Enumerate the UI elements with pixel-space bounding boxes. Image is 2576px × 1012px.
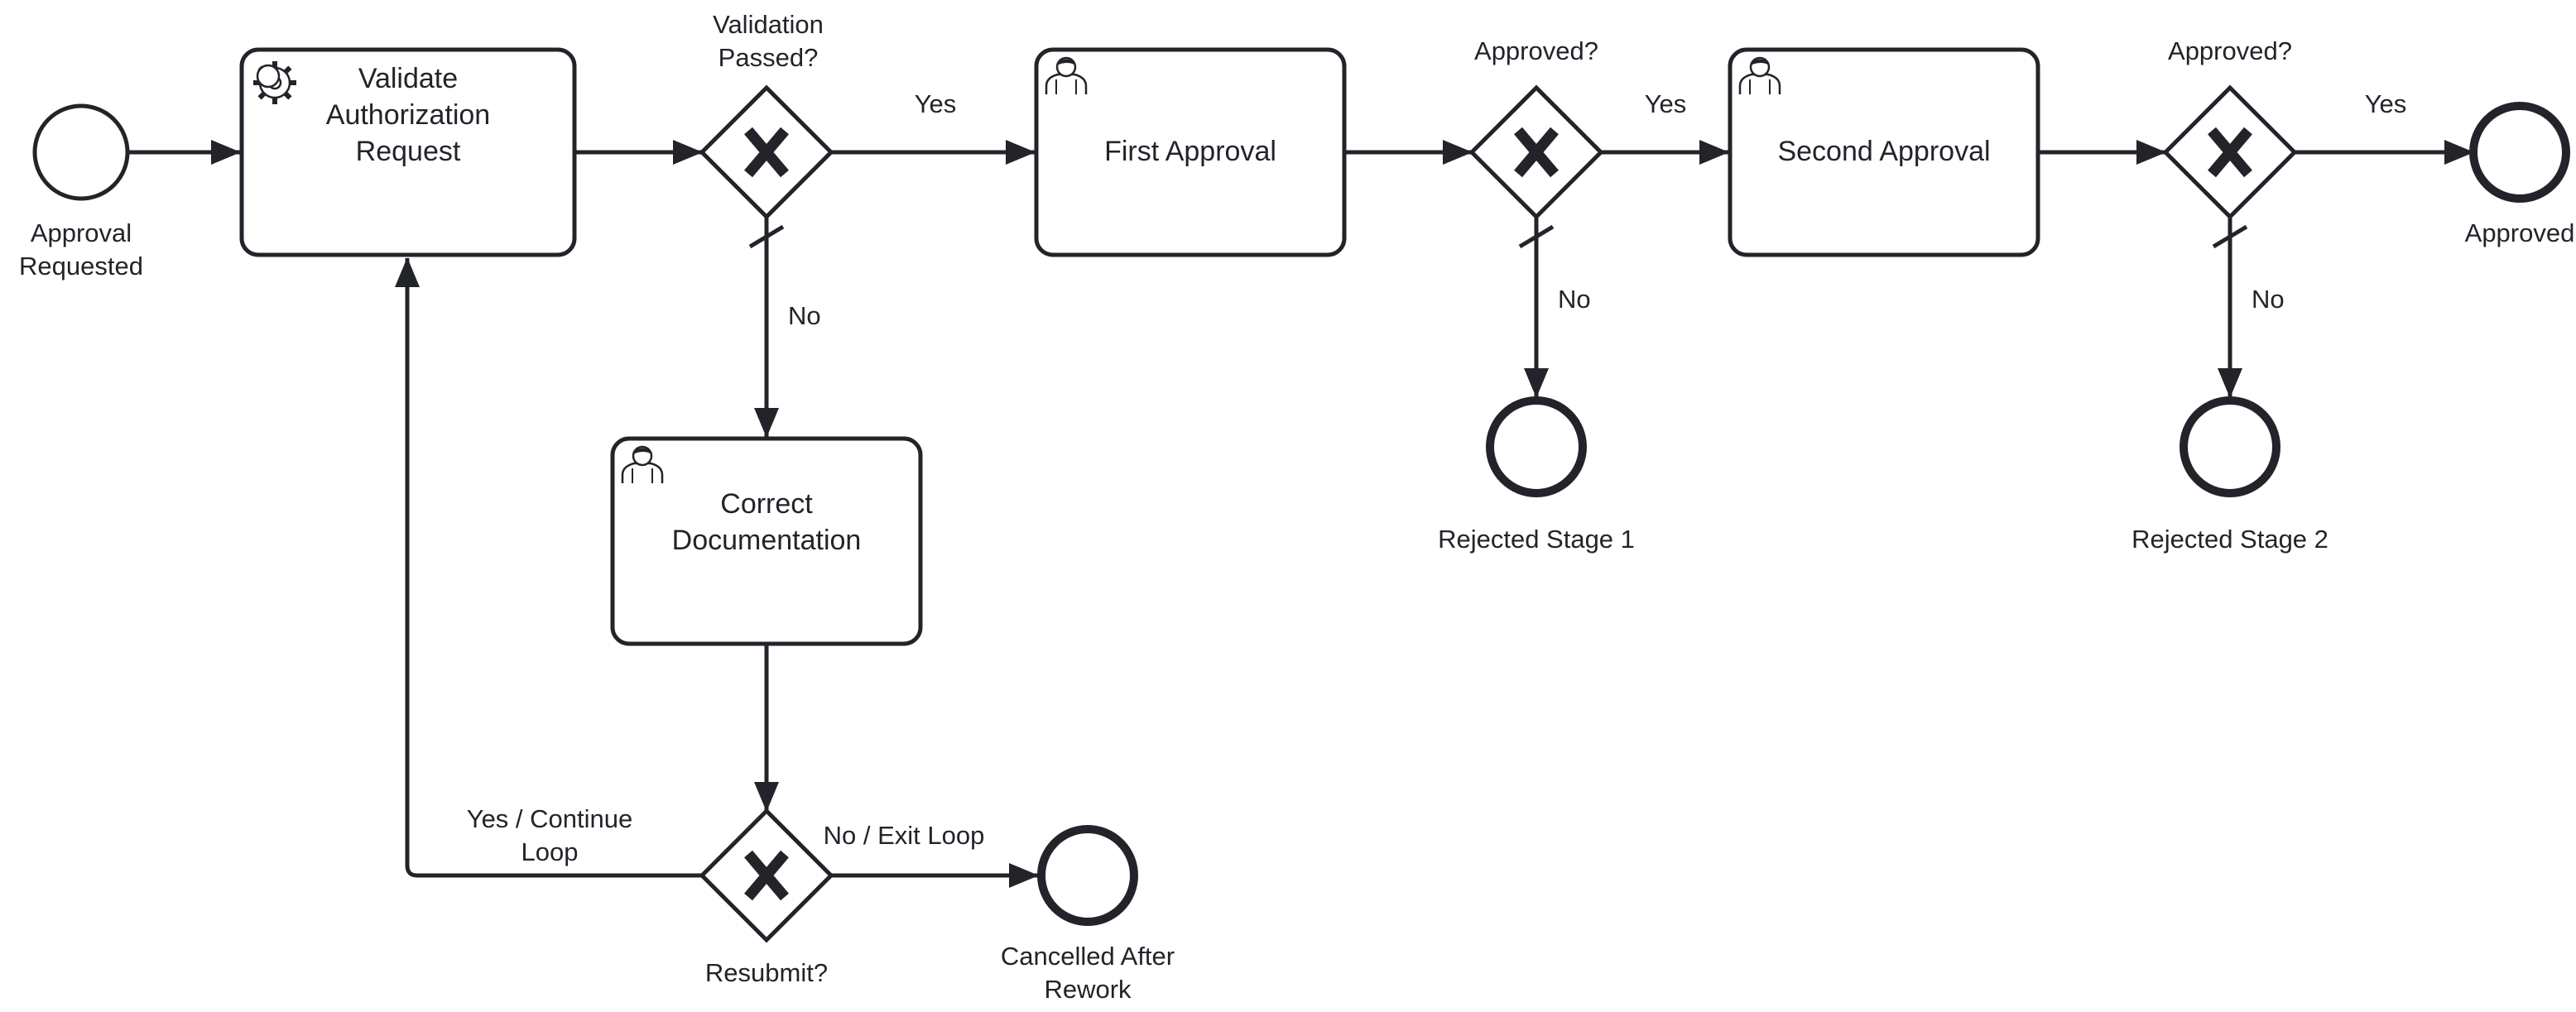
gateway-validation-passed[interactable] (699, 84, 834, 220)
end-event-rejected-1-label: Rejected Stage 1 (1438, 525, 1635, 554)
gateway-approved-2-label: Approved? (2168, 36, 2292, 65)
label-line: Approved? (1474, 36, 1598, 65)
label-line: Correct (720, 488, 813, 520)
flow-label-approved1-no: No (1558, 285, 1591, 314)
label-line: Yes (2365, 89, 2407, 118)
gateway-approved-2[interactable] (2162, 84, 2298, 220)
label-line: Rejected Stage 1 (1438, 525, 1635, 554)
label-line: Documentation (672, 525, 862, 556)
flow-label-resubmit-no: No / Exit Loop (824, 821, 985, 850)
task-second-approval-label: Second Approval (1777, 136, 1990, 167)
default-flow-marker (748, 224, 785, 249)
sequence-flows (129, 140, 2474, 888)
gateway-resubmit-label: Resubmit? (705, 958, 828, 987)
exclusive-x-icon (744, 850, 789, 901)
end-event-rejected-2-label: Rejected Stage 2 (2131, 525, 2328, 554)
label-line: Approval (31, 218, 132, 247)
label-line: Resubmit? (705, 958, 828, 987)
gateway-resubmit[interactable] (699, 808, 834, 943)
flow-label-validation-no: No (788, 301, 821, 330)
end-event-rejected-stage-2[interactable] (2180, 396, 2280, 497)
label-line: Rework (1044, 975, 1132, 1004)
label-line: Yes / Continue (467, 804, 633, 833)
label-line: Request (356, 136, 461, 167)
label-line: First Approval (1104, 136, 1276, 167)
gateway-approved-1[interactable] (1468, 84, 1604, 220)
end-event-cancelled[interactable] (1037, 825, 1138, 926)
flow-label-approved2-no: No (2252, 285, 2285, 314)
default-flow-marker (1518, 224, 1555, 249)
label-line: No (788, 301, 821, 330)
task-second-approval[interactable]: Second Approval (1728, 47, 2040, 257)
label-line: No / Exit Loop (824, 821, 985, 850)
start-event[interactable] (32, 103, 130, 201)
label-line: Approved? (2168, 36, 2292, 65)
end-event-approved[interactable] (2469, 102, 2570, 203)
label-line: Validate (358, 63, 458, 94)
gear-icon (253, 61, 296, 104)
flow-label-approved1-yes: Yes (1645, 89, 1687, 118)
label-line: Cancelled After (1001, 942, 1175, 971)
exclusive-x-icon (1514, 127, 1559, 178)
label-line: No (1558, 285, 1591, 314)
label-line: Passed? (718, 43, 819, 72)
label-line: Yes (1645, 89, 1687, 118)
exclusive-x-icon (744, 127, 789, 178)
label-line: Rejected Stage 2 (2131, 525, 2328, 554)
label-line: Second Approval (1777, 136, 1990, 167)
label-line: Authorization (326, 99, 490, 131)
label-line: Requested (19, 252, 143, 281)
task-first-approval-label: First Approval (1104, 136, 1276, 167)
exclusive-x-icon (2208, 127, 2252, 178)
label-line: Loop (521, 837, 579, 866)
default-flow-marker (2212, 224, 2248, 249)
task-first-approval[interactable]: First Approval (1034, 47, 1347, 257)
flow-resubmit-yes[interactable] (395, 257, 702, 878)
label-line: Yes (915, 89, 957, 118)
end-event-rejected-stage-1[interactable] (1486, 396, 1587, 497)
label-line: Validation (713, 10, 824, 39)
flow-label-approved2-yes: Yes (2365, 89, 2407, 118)
end-event-approved-label: Approved (2465, 218, 2575, 247)
gateway-approved-1-label: Approved? (1474, 36, 1598, 65)
label-line: Approved (2465, 218, 2575, 247)
flow-label-validation-yes: Yes (915, 89, 957, 118)
label-line: No (2252, 285, 2285, 314)
